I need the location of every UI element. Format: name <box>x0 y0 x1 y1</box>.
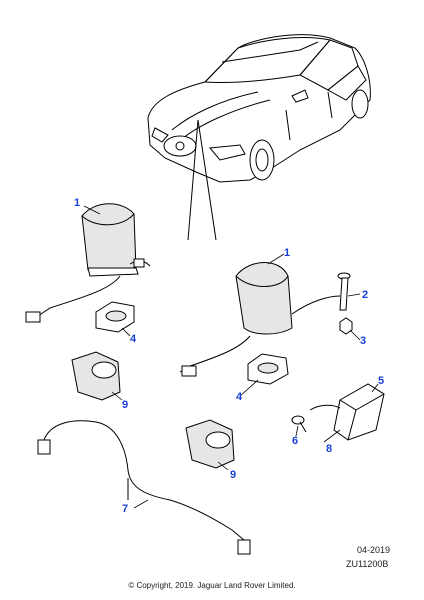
bracket-9-left <box>71 351 121 401</box>
reference-code: ZU11200B <box>346 559 389 569</box>
bracket-4-top <box>95 301 135 333</box>
bolt-2 <box>337 272 351 311</box>
callout-7: 7 <box>122 503 128 515</box>
callout-9-left: 9 <box>122 399 128 411</box>
date-code: 04-2019 <box>357 545 391 555</box>
callout-2: 2 <box>362 289 368 301</box>
screw-6 <box>291 415 307 433</box>
airbag-module-left <box>25 203 151 323</box>
copyright-notice: © Copyright, 2019. Jaguar Land Rover Lim… <box>128 581 296 590</box>
control-module <box>309 383 385 441</box>
callout-8: 8 <box>326 443 332 455</box>
callout-4-bottom: 4 <box>236 391 243 403</box>
callout-9-right: 9 <box>230 469 236 481</box>
callout-1-left: 1 <box>74 197 80 209</box>
bracket-9-right <box>185 419 235 469</box>
car-illustration <box>147 34 371 241</box>
callout-leaders <box>83 205 379 509</box>
wiring-harness-7 <box>37 420 251 555</box>
airbag-module-right <box>179 262 341 377</box>
callout-4-top: 4 <box>130 333 137 345</box>
bracket-4-bottom <box>247 353 289 385</box>
callout-6: 6 <box>292 435 298 447</box>
callouts: 1 1 2 3 4 4 5 6 7 8 9 9 <box>74 197 384 515</box>
nut-3 <box>339 317 353 335</box>
callout-3: 3 <box>360 335 366 347</box>
callout-1-right: 1 <box>284 247 290 259</box>
callout-5: 5 <box>378 375 384 387</box>
